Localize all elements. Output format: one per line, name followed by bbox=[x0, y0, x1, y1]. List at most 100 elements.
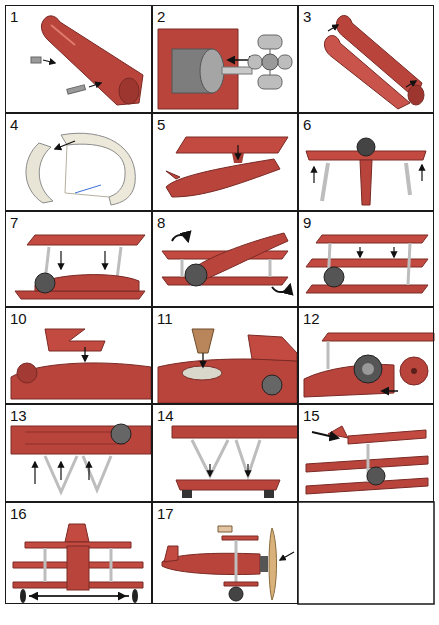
side-view-plane-shape bbox=[224, 582, 258, 586]
empty-panel bbox=[298, 502, 434, 604]
undercarriage-struts-shape bbox=[83, 456, 111, 490]
triplane-body-shape bbox=[367, 467, 385, 485]
triplane-assembly-shape bbox=[359, 247, 360, 257]
step-panel: 12 bbox=[298, 307, 434, 404]
engine-mount-part-shape bbox=[278, 55, 292, 69]
front-view-plane-shape bbox=[20, 589, 26, 603]
axle-board-shape bbox=[172, 426, 298, 438]
triplane-body bbox=[306, 426, 428, 494]
step-panel: 8 bbox=[152, 211, 298, 307]
engine-fitting-shape bbox=[400, 357, 428, 385]
triplane-assembly-shape bbox=[306, 285, 428, 293]
engine-mount-part-shape bbox=[262, 54, 278, 70]
middle-wing-part bbox=[15, 235, 145, 299]
fuselage-part-shape bbox=[89, 83, 101, 87]
cowling-parts-shape bbox=[75, 185, 101, 193]
middle-wing-part-shape bbox=[104, 251, 105, 269]
middle-wing-part-shape bbox=[35, 273, 55, 293]
fuselage-halves-shape bbox=[408, 85, 424, 105]
side-view-plane-shape bbox=[218, 526, 232, 532]
step-number: 6 bbox=[303, 116, 311, 133]
axle-board-shape bbox=[192, 440, 228, 476]
seat-part-shape bbox=[182, 366, 222, 380]
fuselage-part-shape bbox=[43, 60, 55, 63]
axle-board-shape bbox=[176, 480, 280, 490]
step-number: 12 bbox=[303, 310, 320, 327]
cowling-parts-shape bbox=[26, 143, 53, 203]
front-view-plane-shape bbox=[132, 589, 138, 603]
engine-fitting-shape bbox=[322, 333, 434, 341]
wing-struts-shape bbox=[357, 138, 375, 156]
side-view-plane-shape bbox=[222, 536, 258, 540]
biplane-assembly-shape bbox=[185, 264, 207, 286]
step-number: 16 bbox=[10, 505, 27, 522]
step-panel: 16 bbox=[5, 502, 152, 604]
front-view-plane-shape bbox=[44, 548, 47, 582]
step-panel: 13 bbox=[5, 404, 152, 502]
undercarriage-struts-shape bbox=[60, 462, 61, 480]
engine-fitting-shape bbox=[382, 390, 398, 392]
seat-part-shape bbox=[192, 329, 214, 353]
front-view-plane-shape bbox=[67, 546, 89, 590]
lower-wing-part-shape bbox=[176, 137, 288, 153]
step-number: 8 bbox=[157, 214, 165, 231]
front-view-plane-shape bbox=[31, 595, 39, 597]
triplane-body-shape bbox=[348, 430, 426, 444]
step-number: 4 bbox=[10, 116, 18, 133]
step-number: 3 bbox=[303, 8, 311, 25]
seat-part-shape bbox=[202, 353, 203, 367]
engine-mount-part-shape bbox=[248, 55, 262, 69]
step-number: 1 bbox=[10, 8, 18, 25]
tail-part-shape bbox=[45, 329, 105, 351]
lower-wing-part-shape bbox=[166, 171, 180, 179]
step-panel: 1 bbox=[5, 5, 152, 113]
biplane-assembly-shape bbox=[172, 235, 188, 241]
tail-part bbox=[11, 329, 151, 399]
middle-wing-part-shape bbox=[117, 247, 121, 279]
fuselage-part-shape bbox=[41, 16, 143, 105]
step-number: 9 bbox=[303, 214, 311, 231]
wing-struts-shape bbox=[421, 165, 422, 181]
axle-board-shape bbox=[236, 440, 260, 476]
seat-part bbox=[158, 329, 297, 403]
undercarriage-struts-shape bbox=[111, 424, 131, 444]
undercarriage-struts-shape bbox=[45, 456, 77, 492]
side-view-plane-shape bbox=[269, 528, 277, 600]
biplane-assembly-shape bbox=[272, 285, 290, 292]
step-number: 7 bbox=[10, 214, 18, 231]
tail-part-shape bbox=[84, 347, 85, 361]
engine-fitting-shape bbox=[411, 368, 417, 374]
fuselage-part-shape bbox=[119, 78, 139, 104]
lower-wing-part-shape bbox=[237, 145, 238, 159]
cowling-parts-shape bbox=[61, 133, 135, 205]
middle-wing-part-shape bbox=[27, 235, 145, 245]
engine-fitting bbox=[304, 333, 434, 397]
triplane-assembly-shape bbox=[316, 235, 428, 243]
step-number: 13 bbox=[10, 407, 27, 424]
wing-struts bbox=[306, 138, 426, 205]
front-view-plane-shape bbox=[110, 548, 113, 582]
biplane-assembly bbox=[162, 233, 290, 292]
engine-mount-part-shape bbox=[258, 35, 282, 49]
step-number: 2 bbox=[157, 8, 165, 25]
front-view-plane-shape bbox=[65, 524, 89, 542]
side-view-plane-shape bbox=[260, 556, 268, 572]
engine-fitting-shape bbox=[362, 363, 374, 375]
tail-part-shape bbox=[11, 363, 151, 399]
cowling-parts bbox=[26, 133, 135, 205]
cowling-parts-shape bbox=[65, 145, 109, 197]
undercarriage-struts bbox=[11, 424, 151, 492]
biplane-assembly-shape bbox=[181, 259, 184, 277]
step-panel: 3 bbox=[298, 5, 434, 113]
axle-board-shape bbox=[182, 490, 192, 498]
step-panel: 2 bbox=[152, 5, 298, 113]
axle-board-shape bbox=[264, 490, 274, 498]
fuselage-part-shape bbox=[67, 85, 86, 94]
front-view-plane bbox=[13, 524, 143, 603]
fuselage-halves-shape bbox=[406, 81, 416, 87]
seat-part-shape bbox=[248, 335, 297, 361]
step-number: 14 bbox=[157, 407, 174, 424]
undercarriage-struts-shape bbox=[25, 432, 125, 444]
